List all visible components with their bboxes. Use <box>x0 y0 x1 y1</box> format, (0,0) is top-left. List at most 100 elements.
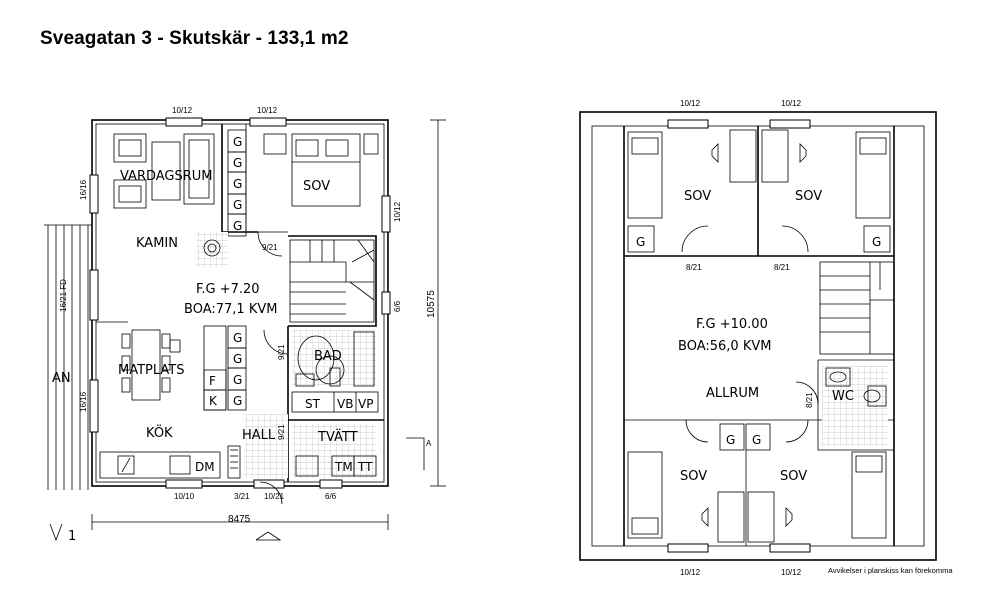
fixture-tm: TM <box>334 460 353 474</box>
dim-bottom-window-left: 10/10 <box>174 492 195 501</box>
window-left-bottom <box>89 379 99 433</box>
dim-total-height: 10575 <box>426 290 437 318</box>
fixture-st: ST <box>305 397 321 411</box>
room-label-sov-upper-1: SOV <box>684 189 711 204</box>
wardrobe-column-sov <box>227 129 247 237</box>
dim-upper-door-left: 8/21 <box>686 263 702 272</box>
dim-bottom-door-small: 3/21 <box>234 492 250 501</box>
disclaimer-note: Avvikelser i planskiss kan förekomma <box>828 566 953 575</box>
fixture-k: K <box>209 394 218 408</box>
kitchen-units <box>203 325 247 411</box>
window-upper-bottom-right <box>769 543 811 553</box>
dim-upper-top-window-right: 10/12 <box>781 99 802 108</box>
fixture-g: G <box>233 352 242 366</box>
kitchen-counter <box>99 445 241 479</box>
stove-icon <box>196 232 228 268</box>
dim-right-window-bottom: 6/6 <box>393 300 402 312</box>
window-upper-bottom-left <box>667 543 709 553</box>
section-number: 1 <box>68 529 76 544</box>
window-right-bottom <box>381 291 391 315</box>
window-top-left <box>165 117 203 127</box>
fixture-g: G <box>233 135 242 149</box>
room-label-hall: HALL <box>242 428 276 443</box>
room-label-kamin: KAMIN <box>136 236 178 251</box>
dim-bottom-window-right: 6/6 <box>325 492 337 501</box>
sofa-group <box>113 133 215 209</box>
room-label-sov-upper-4: SOV <box>780 469 807 484</box>
room-label-wc: WC <box>832 389 854 404</box>
double-bed <box>263 133 379 207</box>
fixture-g: G <box>233 198 242 212</box>
patio-door <box>89 269 99 321</box>
window-top-right <box>249 117 287 127</box>
staircase <box>289 239 375 323</box>
fixture-vp: VP <box>358 397 373 411</box>
fixture-dm: DM <box>195 460 215 474</box>
ground-floor-plan: VARDAGSRUM SOV KAMIN F.G +7.20 BOA:77,1 … <box>44 106 446 544</box>
laundry-appliances <box>295 455 377 477</box>
dim-top-window-left: 10/12 <box>172 106 193 115</box>
dim-upper-top-window-left: 10/12 <box>680 99 701 108</box>
dim-wc-door: 8/21 <box>805 392 814 408</box>
dim-sov-door: 9/21 <box>262 243 278 252</box>
door-swing-entrance <box>259 481 283 505</box>
dim-upper-bottom-window-right: 10/12 <box>781 568 802 577</box>
bed-upper-bottom-right <box>851 451 887 539</box>
dim-hall-door: 9/21 <box>277 424 286 440</box>
room-label-sov-upper-3: SOV <box>680 469 707 484</box>
fixture-tt: TT <box>357 460 373 474</box>
bed-upper-top-right <box>855 131 891 219</box>
terrace <box>44 224 92 490</box>
window-bottom-left <box>165 479 203 489</box>
fixture-vb: VB <box>337 397 353 411</box>
fixture-f: F <box>209 374 216 388</box>
bed-upper-top-left <box>627 131 663 219</box>
desks-top <box>711 129 807 183</box>
desks-bottom <box>701 491 793 543</box>
room-label-tvatt: TVÄTT <box>317 429 358 445</box>
staircase-upper <box>819 261 895 355</box>
upper-floor-plan: SOV SOV SOV SOV F.G +10.00 BOA:56,0 KVM … <box>579 99 937 577</box>
wardrobes-top <box>627 225 891 253</box>
door-swing-bad <box>263 329 289 355</box>
window-upper-top-left <box>667 119 709 129</box>
floor-level-upper: F.G +10.00 <box>696 317 768 332</box>
room-label-vardagsrum: VARDAGSRUM <box>120 169 213 184</box>
fixture-g-upper: G <box>872 235 881 249</box>
fixture-g-upper: G <box>752 433 761 447</box>
wc-room <box>795 366 888 446</box>
dim-upper-door-right: 8/21 <box>774 263 790 272</box>
room-label-sov: SOV <box>303 179 330 194</box>
dim-bad-door: 9/21 <box>277 344 286 360</box>
dim-left-window-top: 16/16 <box>79 179 88 200</box>
dim-total-width: 8475 <box>228 514 251 525</box>
window-upper-top-right <box>769 119 811 129</box>
floor-level-ground: F.G +7.20 <box>196 282 260 297</box>
door-swing-sov <box>257 231 283 257</box>
dim-left-door: 16/21 FD <box>59 279 68 312</box>
fixture-g-upper: G <box>636 235 645 249</box>
bathroom <box>291 330 379 413</box>
window-right-top <box>381 195 391 233</box>
living-area-upper: BOA:56,0 KVM <box>678 339 771 354</box>
hall-floor-tiles <box>244 414 288 478</box>
room-label-matplats: MATPLATS <box>118 363 185 378</box>
dining-table <box>121 329 181 401</box>
room-label-kok: KÖK <box>146 424 173 441</box>
upper-floor-outer-wall <box>579 111 937 561</box>
fixture-g-upper: G <box>726 433 735 447</box>
dim-left-window-bottom: 16/16 <box>79 391 88 412</box>
section-mark: A <box>426 439 432 448</box>
dim-right-window-top: 10/12 <box>393 201 402 222</box>
fixture-g: G <box>233 394 242 408</box>
section-arrow <box>49 523 63 542</box>
room-label-allrum: ALLRUM <box>706 386 759 401</box>
fixture-g: G <box>233 373 242 387</box>
room-label-an: AN <box>52 371 71 386</box>
room-label-sov-upper-2: SOV <box>795 189 822 204</box>
dim-entrance-door: 10/21 <box>264 492 285 501</box>
laundry-floor-tiles <box>292 424 376 478</box>
dim-upper-bottom-window-left: 10/12 <box>680 568 701 577</box>
fixture-g: G <box>233 219 242 233</box>
